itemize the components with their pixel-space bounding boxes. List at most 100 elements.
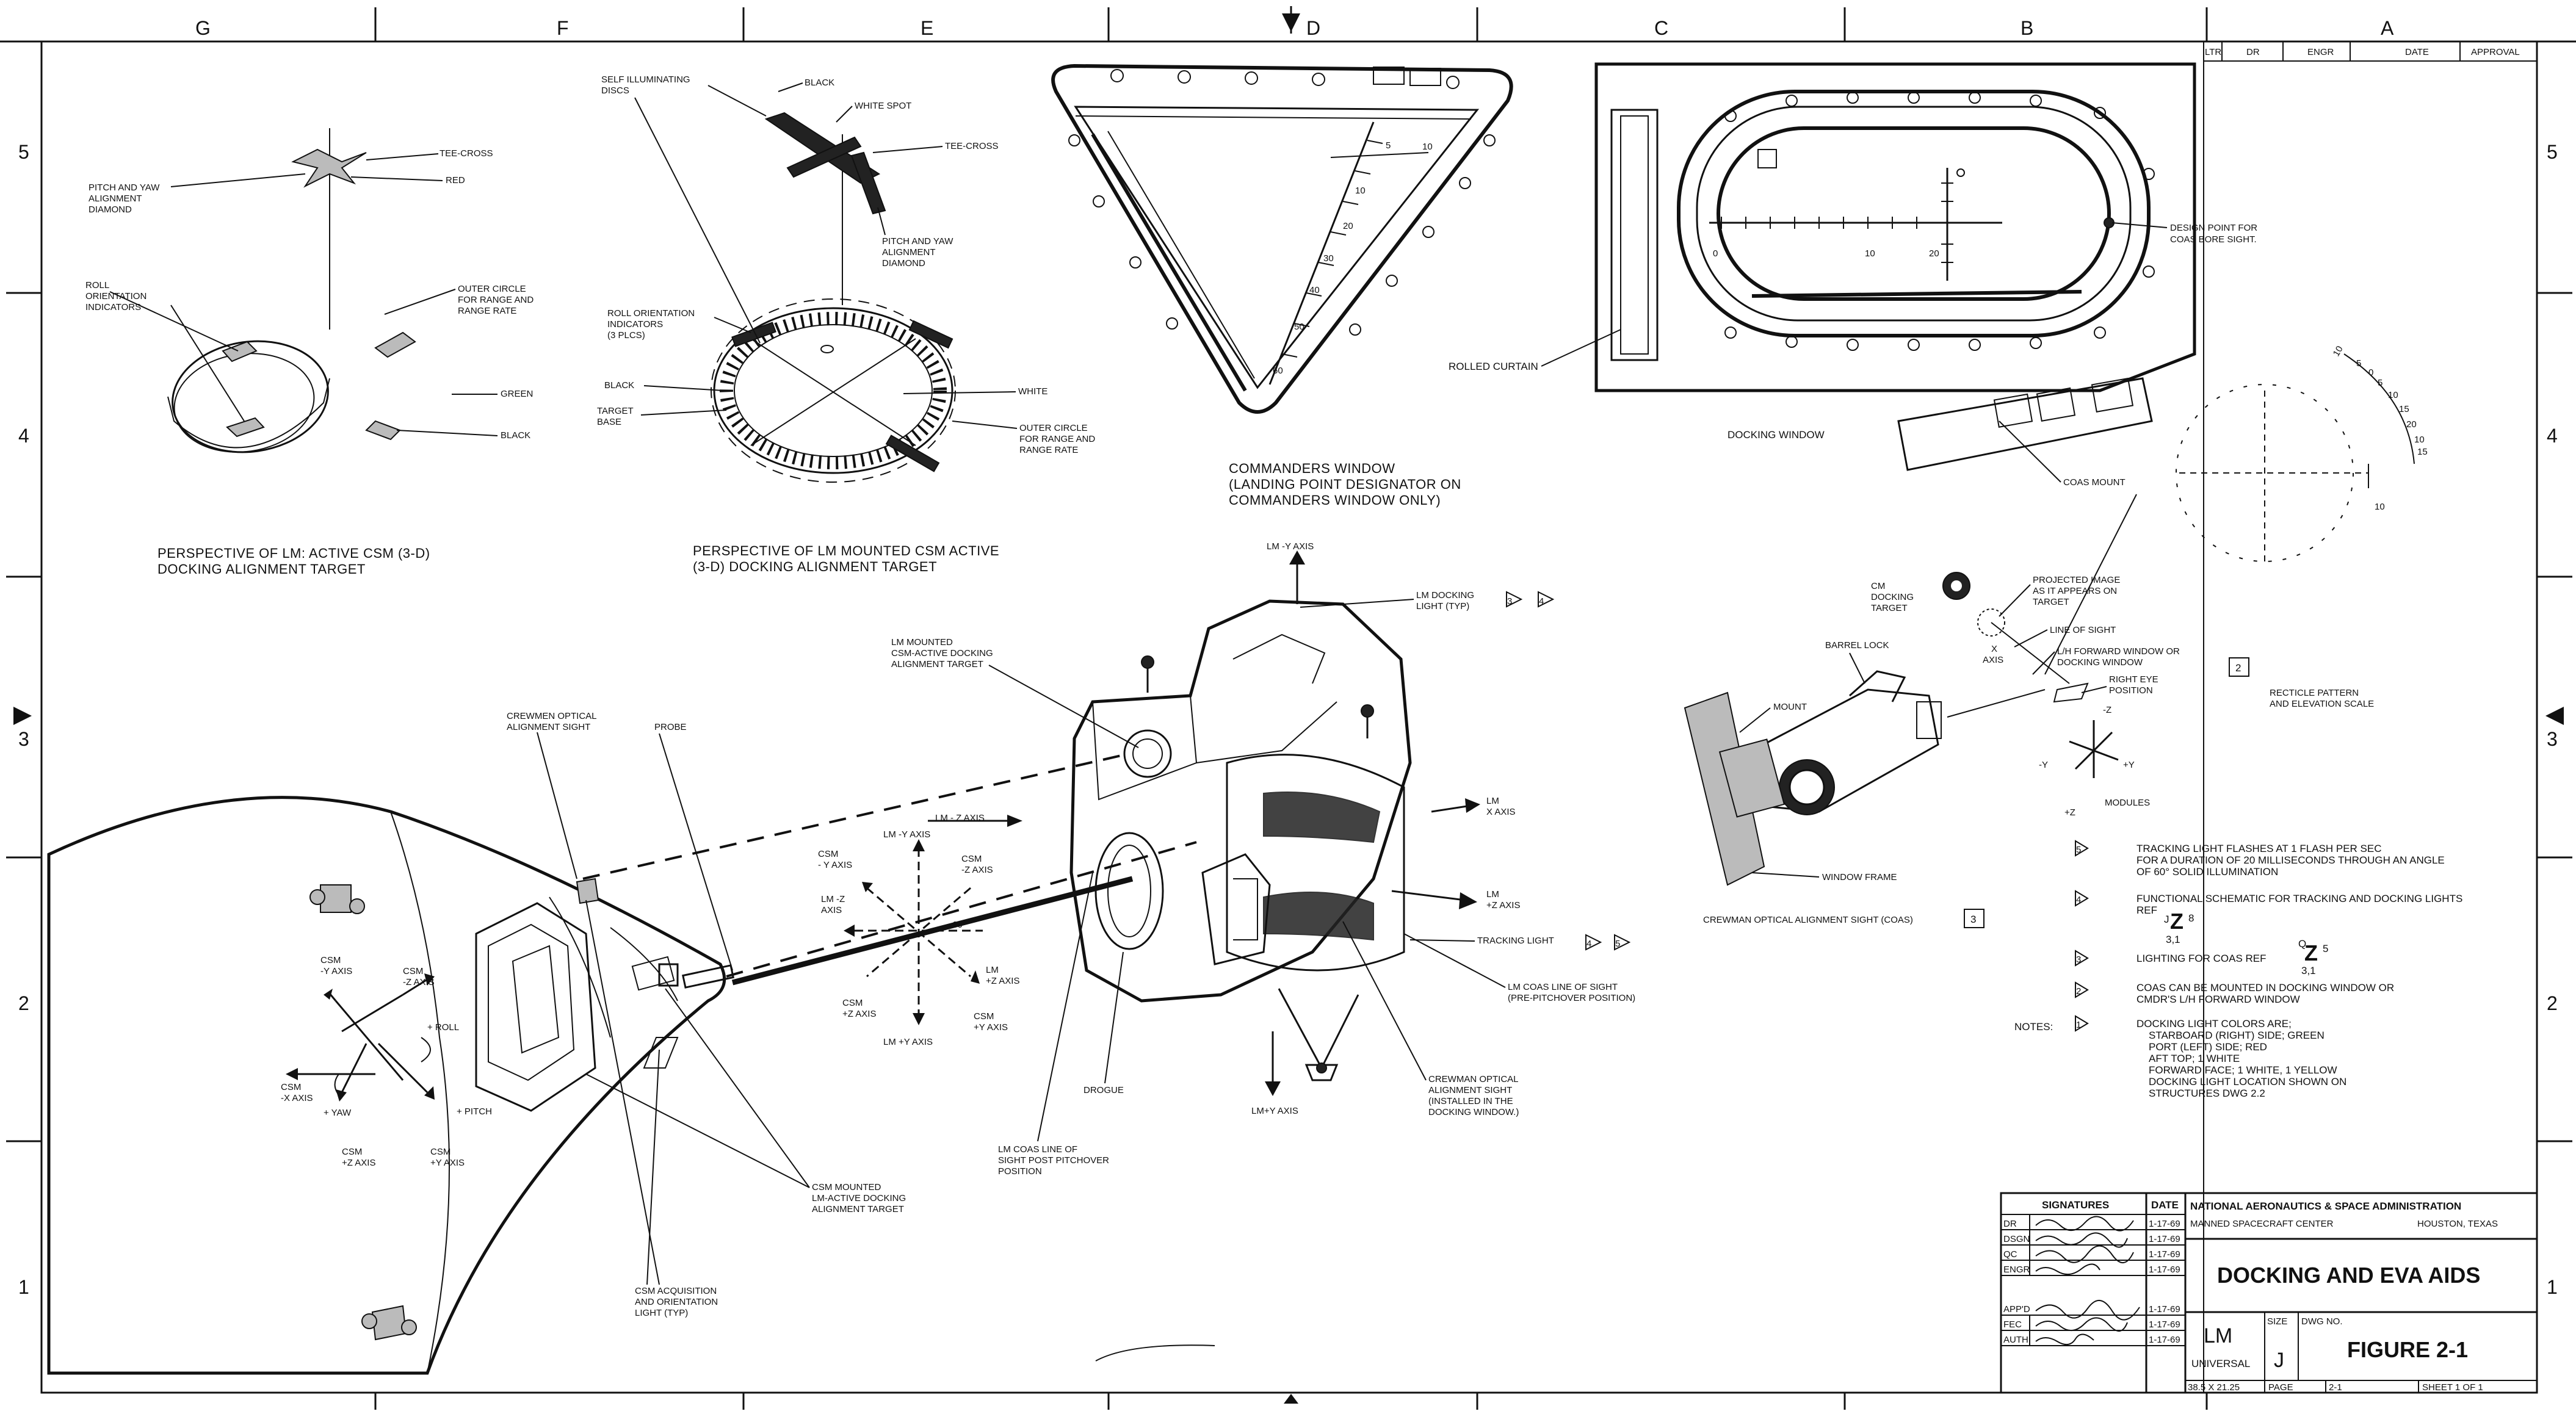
label-outer-circle-2: FOR RANGE AND — [458, 295, 534, 305]
label-probe: PROBE — [654, 722, 687, 732]
label-center-csm-minus-z-2: -Z AXIS — [961, 865, 993, 875]
rev-ltr-header: LTR — [2205, 47, 2221, 57]
label-post-pitch-3: POSITION — [998, 1166, 1042, 1177]
tb-sheet-size: 38.5 X 21.25 — [2188, 1382, 2240, 1393]
label-csm-roll-3: (3 PLCS) — [607, 330, 645, 341]
dock-scale-10: 10 — [1865, 248, 1875, 259]
caption-cmdr-3: COMMANDERS WINDOW ONLY) — [1229, 492, 1441, 508]
label-pitch-yaw-2: ALIGNMENT — [89, 193, 142, 204]
note-1-line-4: AFT TOP; 1 WHITE — [2149, 1053, 2240, 1064]
reticle-pattern-figure: 10 5 0 5 10 15 20 10 15 10 — [2176, 344, 2428, 562]
reticle-scale-10c: 10 — [2414, 435, 2425, 445]
label-roll-2: ORIENTATION — [85, 291, 147, 301]
caption-lm-active-1: PERSPECTIVE OF LM: ACTIVE CSM (3-D) — [157, 546, 430, 561]
label-center-lm-plus-z-2: +Z AXIS — [986, 976, 1019, 986]
note-1-line-3: PORT (LEFT) SIDE; RED — [2149, 1041, 2267, 1053]
note-1-line-6: DOCKING LIGHT LOCATION SHOWN ON — [2149, 1076, 2346, 1088]
label-mount: MOUNT — [1773, 702, 1807, 712]
tb-date-dr: 1-17-69 — [2149, 1219, 2180, 1229]
label-cm-target-1: CM — [1871, 581, 1885, 591]
label-center-csm-plus-y-1: CSM — [974, 1011, 994, 1022]
tb-sheet: SHEET 1 OF 1 — [2422, 1382, 2483, 1393]
label-center-lm-minus-z-1: LM -Z — [821, 894, 845, 904]
label-csm-plus-z-1: CSM — [342, 1147, 362, 1157]
label-csm-pitch-1: PITCH AND YAW — [882, 236, 953, 247]
label-target-base-1: TARGET — [597, 406, 634, 416]
label-lm-x-axis-2: X AXIS — [1486, 807, 1516, 817]
label-x-axis-1: X — [1991, 644, 1997, 654]
label-csm-tee-cross: TEE-CROSS — [945, 141, 999, 151]
label-csm-outer-3: RANGE RATE — [1019, 445, 1078, 455]
cmdr-scale-60: 60 — [1273, 366, 1283, 376]
reticle-scale-15b: 15 — [2417, 447, 2428, 457]
label-lm-minus-y-axis: LM -Y AXIS — [1267, 541, 1314, 552]
lm-ref-4: 4 — [1539, 596, 1544, 607]
label-csm-minus-y-2: -Y AXIS — [320, 966, 352, 976]
label-coas-los-1: LM COAS LINE OF SIGHT — [1508, 982, 1618, 992]
label-tracking-light: TRACKING LIGHT — [1477, 936, 1554, 946]
zone-col-c: C — [1654, 17, 1668, 39]
zone-row-3: 3 — [18, 728, 29, 750]
title-block: SIGNATURES DATE DR DSGN QC ENGR APP'D FE… — [2000, 1192, 2538, 1394]
label-white-spot: WHITE SPOT — [855, 101, 911, 111]
label-csm-mounted-target-2: LM-ACTIVE DOCKING — [812, 1193, 906, 1203]
label-docking-light-1: LM DOCKING — [1416, 590, 1474, 601]
tb-dwg-no-label: DWG NO. — [2301, 1316, 2343, 1327]
note-3-sup: 5 — [2323, 943, 2328, 954]
note-5-line-1: TRACKING LIGHT FLASHES AT 1 FLASH PER SE… — [2136, 843, 2382, 854]
label-coas-mount: COAS MOUNT — [2063, 477, 2126, 488]
coas-ref-2: 2 — [2235, 662, 2241, 674]
label-acq-light-1: CSM ACQUISITION — [635, 1286, 717, 1296]
docking-scale-ticks — [1721, 182, 1953, 263]
docking-window-figure: 0 10 20 ROLLED CURTAIN — [1449, 62, 2257, 488]
cmdr-scale-10a: 10 — [1422, 142, 1433, 152]
tb-date-dsgn: 1-17-69 — [2149, 1234, 2180, 1244]
rev-engr-header: ENGR — [2307, 47, 2334, 57]
zone-col-b: B — [2021, 17, 2033, 39]
zone-row-2: 2 — [18, 992, 29, 1014]
label-self-illum-2: DISCS — [601, 85, 629, 96]
dock-scale-0: 0 — [1713, 248, 1718, 259]
tb-role-appd: APP'D — [2003, 1304, 2030, 1315]
label-plus-yaw: + YAW — [324, 1108, 352, 1118]
note-4-line-1: FUNCTIONAL SCHEMATIC FOR TRACKING AND DO… — [2136, 893, 2462, 904]
stray-mark — [1095, 1344, 1215, 1362]
note-4-pre: J — [2164, 914, 2169, 925]
label-lm-mounted-target-3: ALIGNMENT TARGET — [891, 659, 983, 669]
note-1-line-7: STRUCTURES DWG 2.2 — [2149, 1088, 2265, 1099]
commanders-window-figure: 5 10 10 20 30 40 50 60 COMMANDERS WINDOW… — [1051, 63, 1513, 508]
zone-row-3-right: 3 — [2547, 728, 2558, 750]
label-black: BLACK — [501, 430, 530, 441]
reticle-scale-10b: 10 — [2388, 390, 2398, 400]
label-lm-plus-z-1: LM — [1486, 889, 1499, 900]
tb-date-appd: 1-17-69 — [2149, 1304, 2180, 1315]
label-roll-1: ROLL — [85, 280, 109, 290]
zone-row-4-right: 4 — [2547, 425, 2558, 447]
zone-col-e: E — [921, 17, 933, 39]
label-csm-minus-x-2: -X AXIS — [281, 1093, 313, 1103]
zone-row-5-right: 5 — [2547, 141, 2558, 163]
label-lm-plus-z-2: +Z AXIS — [1486, 900, 1520, 911]
label-black-top: BLACK — [805, 78, 834, 88]
csm-vehicle-figure: CSM -Y AXIS CSM -Z AXIS + ROLL CSM -X AX… — [47, 711, 906, 1375]
label-minus-y: -Y — [2039, 760, 2048, 770]
tb-signatures-header: SIGNATURES — [2042, 1199, 2109, 1211]
note-3-sub: 3,1 — [2301, 965, 2316, 976]
zone-row-1: 1 — [18, 1276, 29, 1298]
label-pitch-yaw-3: DIAMOND — [89, 204, 132, 215]
label-center-csm-plus-z-1: CSM — [842, 998, 863, 1008]
tb-date-header: DATE — [2151, 1199, 2179, 1211]
label-center-lm-minus-y: LM -Y AXIS — [883, 829, 930, 840]
label-csm-plus-y-1: CSM — [430, 1147, 450, 1157]
csm-active-docking-target-figure: SELF ILLUMINATING DISCS BLACK WHITE SPOT… — [597, 74, 1095, 574]
label-lm-plus-y-axis: LM+Y AXIS — [1251, 1106, 1298, 1116]
label-center-csm-plus-y-2: +Y AXIS — [974, 1022, 1008, 1033]
label-target-base-2: BASE — [597, 417, 621, 427]
tb-page-label: PAGE — [2268, 1382, 2293, 1393]
label-acq-light-2: AND ORIENTATION — [635, 1297, 718, 1307]
label-center-csm-minus-y-1: CSM — [818, 849, 838, 859]
label-design-point-2: COAS BORE SIGHT. — [2170, 234, 2257, 245]
label-docking-light-2: LIGHT (TYP) — [1416, 601, 1469, 611]
label-cm-target-3: TARGET — [1871, 603, 1908, 613]
